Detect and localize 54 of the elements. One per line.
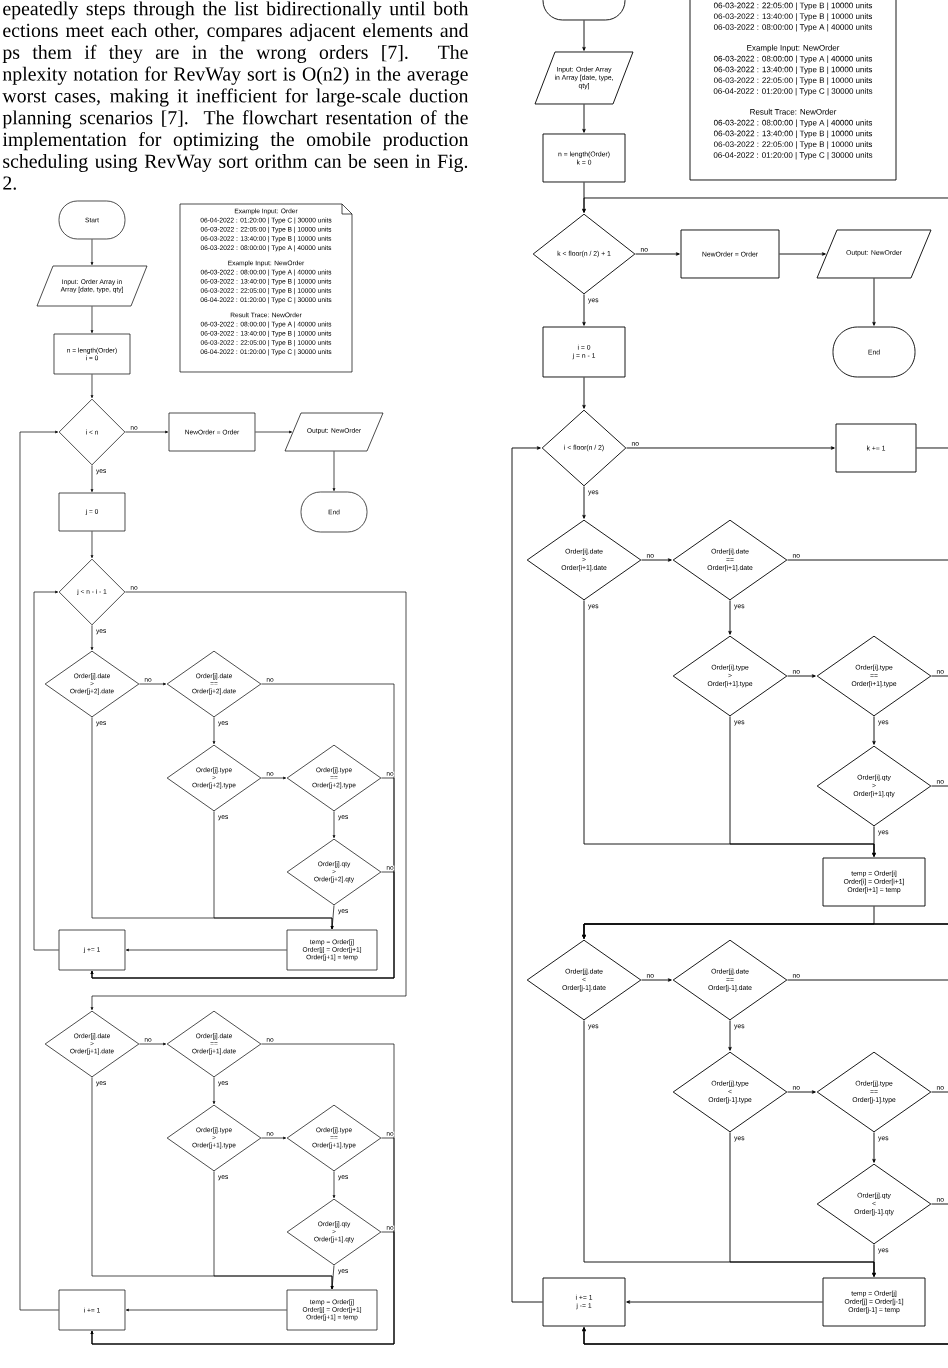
arrow [511, 446, 543, 1303]
arrow [90, 239, 94, 266]
arrow [641, 558, 672, 562]
arrow [90, 625, 94, 651]
arrow [872, 716, 876, 745]
arrow [19, 430, 59, 1311]
arrow [582, 486, 586, 519]
arrow [872, 826, 876, 857]
arrow [582, 1203, 948, 1345]
arrow [330, 905, 335, 930]
arrow [212, 717, 216, 745]
arrow [582, 103, 586, 133]
arrow [626, 1300, 823, 1304]
arrow [626, 446, 835, 450]
arrow [872, 1132, 876, 1163]
arrow [261, 776, 287, 780]
arrow [90, 531, 94, 559]
arrow [213, 1171, 334, 1290]
arrow [139, 682, 167, 686]
arrow [255, 430, 293, 434]
terminal-shape [542, 0, 626, 21]
paragraph: epeatedly steps through the list bidirectionally until both ections meet each other, compares adjacent elements and ps them if they are in the wrong orders [7]. The nplexity notation for RevWay sort is O(n2) in the average worst cases, making it inefficient for large-scale duction planning scenarios [7]. The flowchart resentation of the implementation for optimizing the omobile production scheduling using RevWay sort orithm can be seen in Fig. 2. [2, 1, 469, 190]
arrow [779, 252, 826, 256]
arrow [212, 1077, 216, 1105]
arrow [728, 1020, 732, 1051]
arrow [582, 294, 586, 326]
arrow [332, 451, 336, 492]
arrow [33, 590, 59, 951]
arrow [90, 1231, 395, 1345]
arrow [332, 1171, 336, 1199]
arrow [635, 252, 680, 256]
arrow [582, 197, 948, 449]
arrow [90, 871, 395, 979]
arrow [330, 1265, 335, 1290]
arrow [213, 811, 334, 930]
arrow [90, 465, 94, 493]
arrow [872, 1244, 876, 1277]
arrow [787, 674, 816, 678]
arrow [582, 377, 586, 409]
arrow [90, 374, 94, 399]
arrow [90, 306, 94, 334]
arrow [582, 20, 586, 51]
arrow [728, 600, 732, 635]
arrow [641, 978, 672, 982]
arrow [125, 1308, 287, 1312]
arrow [332, 811, 336, 839]
arrow [125, 430, 169, 434]
arrow [125, 948, 287, 952]
arrow [261, 1136, 287, 1140]
arrow [582, 906, 875, 939]
arrow [787, 1090, 816, 1094]
arrow [139, 1042, 167, 1046]
arrow [90, 591, 407, 1011]
arrow [872, 277, 876, 326]
